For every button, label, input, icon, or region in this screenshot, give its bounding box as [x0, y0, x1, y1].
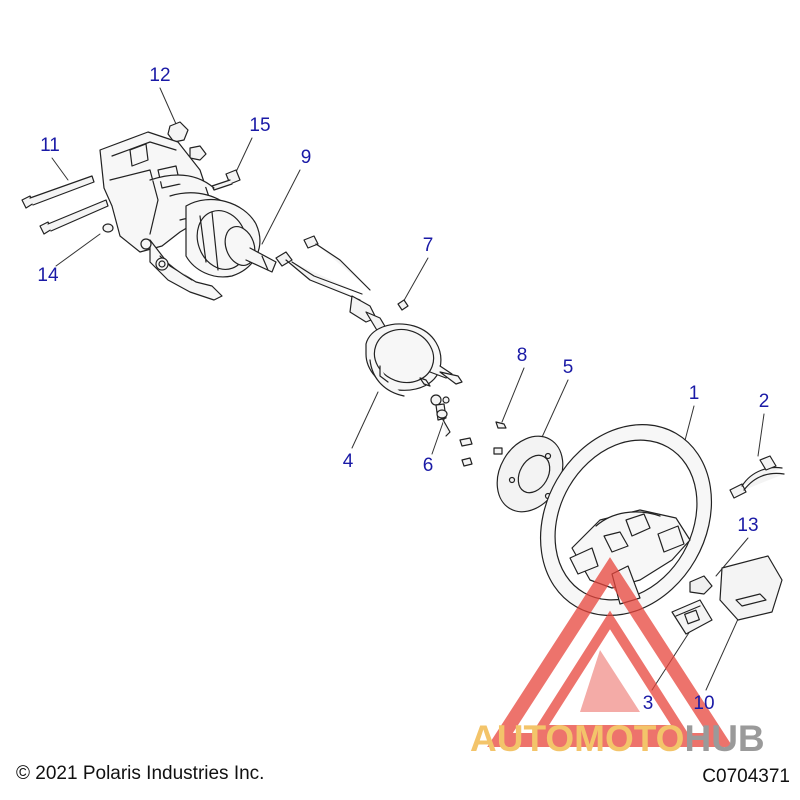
callout-2: 2: [758, 391, 770, 412]
bolt-15: [211, 169, 241, 191]
cap-13: [689, 575, 713, 595]
callout-11: 11: [40, 135, 60, 156]
steering-column: [99, 131, 277, 301]
watermark-text: AUTOMOTOHUB: [470, 718, 765, 760]
drawing-code: C0704371: [702, 766, 790, 787]
callout-3: 3: [642, 693, 654, 714]
harness: [275, 235, 387, 333]
wire-2: [729, 455, 785, 499]
callout-12: 12: [149, 65, 171, 86]
callout-6: 6: [422, 455, 434, 476]
callout-1: 1: [688, 383, 700, 404]
callout-5: 5: [562, 357, 574, 378]
callout-8: 8: [516, 345, 528, 366]
callout-4: 4: [342, 451, 354, 472]
screws-6: [430, 394, 451, 437]
callout-15: 15: [249, 115, 271, 136]
callout-14: 14: [37, 265, 59, 286]
cover-10: [719, 555, 783, 621]
screws-8: [459, 421, 507, 467]
callout-13: 13: [737, 515, 759, 536]
watermark-logo: [487, 557, 733, 747]
clip-7: [397, 299, 409, 311]
copyright-text: © 2021 Polaris Industries Inc.: [16, 763, 265, 784]
callout-7: 7: [422, 235, 434, 256]
steering-wheel: [539, 424, 713, 616]
long-bolts: [21, 175, 109, 235]
callout-9: 9: [300, 147, 312, 168]
switch-3: [671, 599, 713, 635]
nut-14: [102, 223, 114, 233]
clock-spring: [365, 323, 463, 397]
watermark-text-part2: HUB: [684, 718, 765, 759]
callout-10: 10: [693, 693, 715, 714]
watermark-text-part1: AUTOMOTO: [470, 718, 685, 759]
